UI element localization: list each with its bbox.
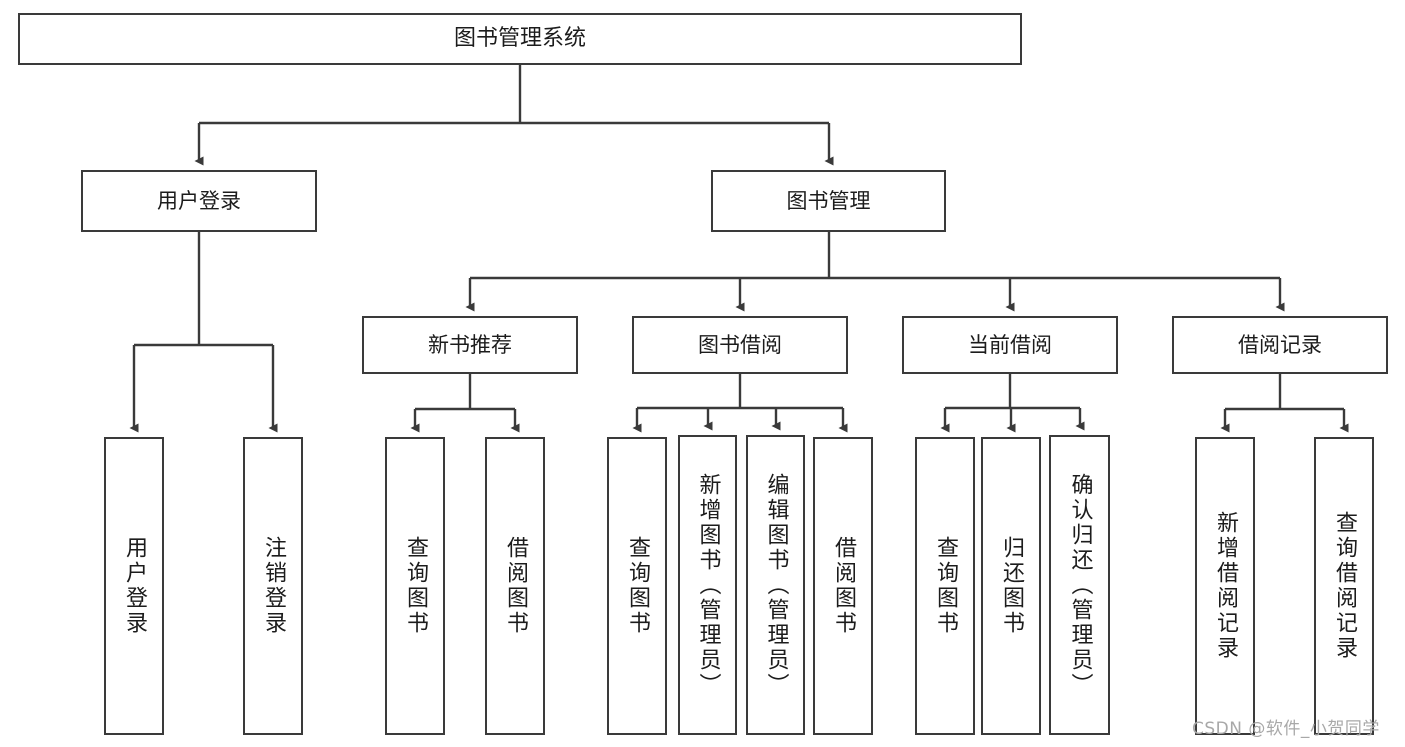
node-current-borrow[interactable]: 当前借阅 [902, 316, 1118, 374]
node-leaf-query-book-3[interactable]: 查询图书 [915, 437, 975, 735]
node-label: 新书推荐 [428, 332, 512, 357]
node-label: 新增借阅记录 [1212, 511, 1238, 661]
node-book-borrow[interactable]: 图书借阅 [632, 316, 848, 374]
node-new-book-rec[interactable]: 新书推荐 [362, 316, 578, 374]
node-label: 查询借阅记录 [1331, 511, 1357, 661]
node-label: 图书管理 [786, 188, 871, 213]
node-leaf-query-book-1[interactable]: 查询图书 [385, 437, 445, 735]
node-leaf-return-book[interactable]: 归还图书 [981, 437, 1041, 735]
node-label: 用户登录 [157, 188, 241, 213]
node-user-login[interactable]: 用户登录 [81, 170, 317, 232]
node-label: 图书管理系统 [453, 26, 586, 52]
node-borrow-record[interactable]: 借阅记录 [1172, 316, 1388, 374]
node-leaf-add-record[interactable]: 新增借阅记录 [1195, 437, 1255, 735]
node-leaf-query-record[interactable]: 查询借阅记录 [1314, 437, 1374, 735]
node-leaf-borrow-book-2[interactable]: 借阅图书 [813, 437, 873, 735]
node-label: 查询图书 [624, 536, 650, 636]
node-book-manage[interactable]: 图书管理 [711, 170, 946, 232]
node-label: 编辑图书（管理员） [763, 472, 789, 698]
node-label: 用户登录 [121, 536, 147, 636]
node-label: 确认归还（管理员） [1067, 472, 1093, 698]
node-leaf-confirm-return[interactable]: 确认归还（管理员） [1049, 435, 1110, 735]
node-label: 借阅图书 [830, 536, 856, 636]
node-label: 查询图书 [402, 536, 428, 636]
node-leaf-edit-book[interactable]: 编辑图书（管理员） [746, 435, 805, 735]
node-leaf-add-book[interactable]: 新增图书（管理员） [678, 435, 737, 735]
node-label: 借阅记录 [1238, 332, 1322, 357]
node-label: 新增图书（管理员） [695, 472, 721, 698]
node-label: 图书借阅 [698, 332, 782, 357]
watermark-text: CSDN @软件_小贺同学 [1192, 719, 1380, 739]
node-label: 查询图书 [932, 536, 958, 636]
node-leaf-borrow-book-1[interactable]: 借阅图书 [485, 437, 545, 735]
node-label: 注销登录 [260, 536, 286, 636]
node-label: 借阅图书 [502, 536, 528, 636]
node-label: 归还图书 [998, 536, 1024, 636]
node-leaf-user-login[interactable]: 用户登录 [104, 437, 164, 735]
node-leaf-logout[interactable]: 注销登录 [243, 437, 303, 735]
node-root[interactable]: 图书管理系统 [18, 13, 1022, 65]
node-leaf-query-book-2[interactable]: 查询图书 [607, 437, 667, 735]
node-label: 当前借阅 [968, 332, 1052, 357]
